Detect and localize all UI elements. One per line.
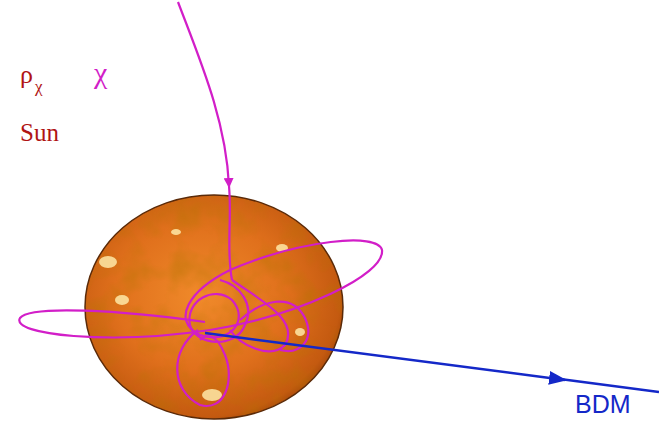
bdm-label: BDM bbox=[575, 392, 631, 417]
sun-label: Sun bbox=[20, 120, 59, 145]
particle-symbol: χ bbox=[94, 58, 107, 88]
density-symbol: ρ bbox=[20, 62, 33, 88]
density-subscript: χ bbox=[35, 78, 43, 95]
